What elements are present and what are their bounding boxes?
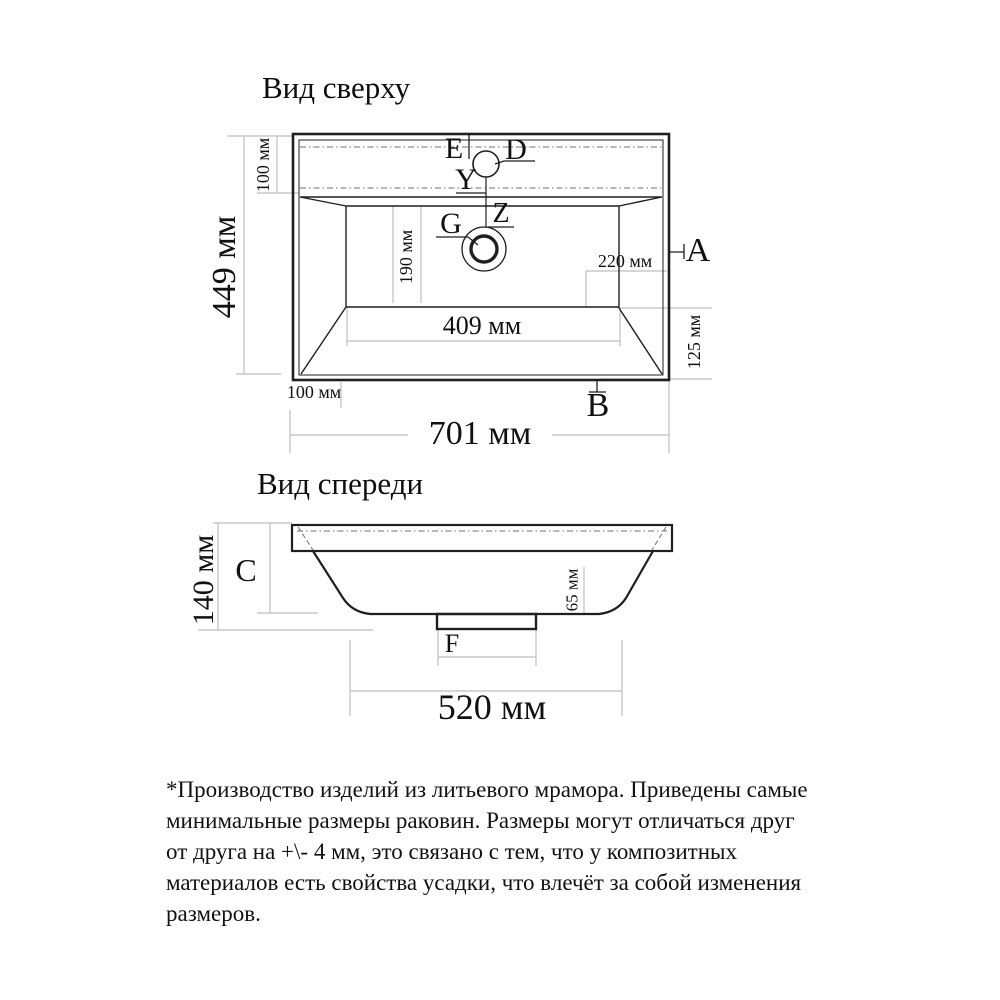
dim-front-height-label: 140 мм — [187, 534, 220, 626]
point-label-y: Y — [455, 163, 477, 196]
top-view-leader-lines — [436, 134, 685, 393]
bowl-profile-outline — [312, 550, 654, 616]
top-view-dimension-lines — [227, 135, 712, 453]
point-label-d: D — [505, 133, 527, 166]
point-label-e: E — [444, 132, 464, 165]
point-label-z: Z — [492, 198, 510, 229]
point-label-g: G — [440, 207, 462, 240]
top-view-drawing — [227, 132, 712, 453]
hidden-edge-dashed-lines — [300, 146, 662, 189]
top-view-title: Вид сверху — [262, 70, 411, 105]
label-g-leader — [436, 236, 479, 246]
drain-outer-circle — [461, 226, 507, 272]
corner-hidden-dashed-edges — [297, 526, 667, 551]
inner-rim-rect — [298, 139, 664, 376]
dim-inner-height-label: 65 мм — [562, 568, 582, 612]
dim-409-lines — [346, 307, 621, 346]
bowl-outline — [299, 196, 663, 375]
point-label-f: F — [444, 629, 460, 658]
outer-rim-rect — [291, 132, 671, 382]
point-label-a: A — [685, 232, 711, 269]
label-d-leader — [494, 160, 535, 165]
dim-449-lines — [227, 135, 293, 375]
front-view-title: Вид спереди — [257, 466, 424, 501]
dim-bowl-width-label: 409 мм — [442, 311, 522, 340]
dim-c-lines — [257, 523, 318, 614]
front-view-drawing — [198, 522, 674, 716]
front-view-dimension-lines — [198, 522, 623, 716]
point-label-c: C — [235, 552, 257, 588]
dim-220-lines — [585, 270, 667, 307]
footnote-text: *Производство изделий из литьевого мрамо… — [166, 777, 808, 926]
dim-back-gap-label: 125 мм — [684, 314, 704, 370]
dim-520-lines — [349, 640, 623, 716]
dim-drain-offset-label: 220 мм — [597, 251, 653, 271]
dim-overall-width-label: 701 мм — [428, 415, 532, 452]
dim-701-lines — [289, 380, 670, 453]
dim-bowl-depth-label: 190 мм — [396, 229, 416, 285]
dim-140-lines — [198, 522, 373, 631]
rim-profile-rect — [290, 523, 674, 553]
dim-f-lines — [437, 629, 537, 666]
drain-fitting-rect — [435, 612, 538, 631]
dim-overall-height-label: 449 мм — [206, 215, 243, 319]
point-label-b: B — [586, 387, 610, 424]
label-a-tick — [669, 244, 685, 259]
dim-rim-left-label: 100 мм — [286, 382, 342, 402]
dim-190-lines — [392, 206, 422, 303]
dim-base-width-label: 520 мм — [437, 687, 547, 727]
drain-inner-circle — [469, 234, 499, 264]
dim-rim-top-label: 100 мм — [253, 137, 273, 193]
label-b-tick — [589, 380, 606, 393]
